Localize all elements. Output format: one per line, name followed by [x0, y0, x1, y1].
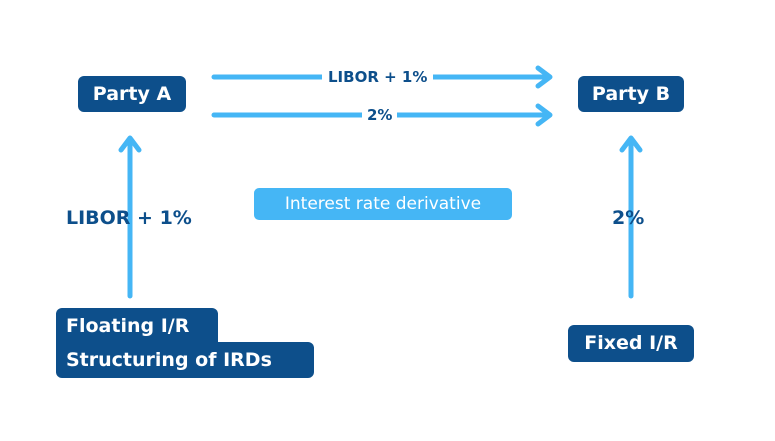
party-a-box: Party A — [78, 76, 186, 112]
bottom-arrow-label: 2% — [362, 106, 398, 124]
arrow-up-icon — [619, 135, 643, 153]
fixed-ir-box: Fixed I/R — [568, 325, 694, 362]
center-tag: Interest rate derivative — [254, 188, 512, 220]
floating-box-line1: Floating I/R — [56, 308, 218, 344]
arrow-up-icon — [118, 135, 142, 153]
arrow-right-icon — [535, 65, 553, 89]
top-arrow-label: LIBOR + 1% — [322, 68, 434, 86]
arrow-right-icon — [535, 103, 553, 127]
left-arrow-label: LIBOR + 1% — [66, 207, 192, 229]
right-arrow-label: 2% — [612, 207, 645, 229]
floating-box-line2: Structuring of IRDs — [56, 342, 314, 378]
party-b-box: Party B — [578, 76, 684, 112]
